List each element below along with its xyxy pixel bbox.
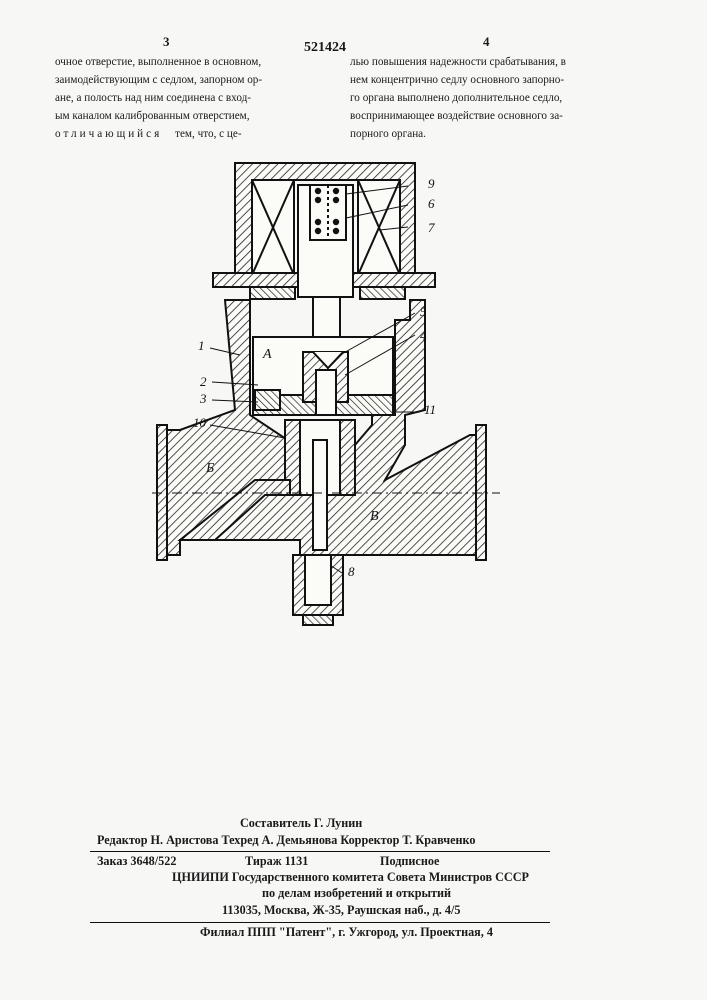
label-a: А [262, 347, 272, 362]
circulation: Тираж 1131 [245, 854, 308, 869]
bottom-plug-inner [305, 555, 331, 605]
label-7: 7 [428, 220, 435, 235]
label-11: 11 [424, 402, 436, 417]
label-5: 5 [420, 304, 427, 319]
pilot-bore [316, 370, 336, 415]
label-10: 10 [193, 415, 207, 430]
label-9: 9 [428, 176, 435, 191]
order-number: Заказ 3648/522 [97, 854, 176, 869]
flange-seal-left [250, 287, 295, 299]
compiler-line: Составитель Г. Лунин [240, 816, 362, 831]
bypass-channel [255, 390, 280, 410]
publisher-org-sub: по делам изобретений и открытий [262, 886, 451, 901]
label-6: 6 [428, 196, 435, 211]
label-3: 3 [199, 391, 207, 406]
footer-divider-top [90, 851, 550, 852]
label-b: Б [205, 461, 214, 476]
lower-stem [313, 440, 327, 550]
label-4: 4 [420, 328, 427, 343]
label-v: В [370, 509, 379, 524]
publisher-address: 113035, Москва, Ж-35, Раушская наб., д. … [222, 903, 460, 918]
label-2: 2 [200, 374, 207, 389]
publisher-org: ЦНИИПИ Государственного комитета Совета … [172, 870, 529, 885]
branch-address: Филиал ППП "Патент", г. Ужгород, ул. Про… [200, 925, 493, 940]
plug-cap [303, 615, 333, 625]
footer-divider-bottom [90, 922, 550, 923]
label-8: 8 [348, 564, 355, 579]
valve-cross-section-drawing: 9 6 7 5 4 1 А 2 3 10 11 Б В 8 [0, 0, 707, 700]
flange-seal-right [360, 287, 405, 299]
label-1: 1 [198, 338, 205, 353]
editor-line: Редактор Н. Аристова Техред А. Демьянова… [97, 833, 476, 848]
subscription: Подписное [380, 854, 439, 869]
